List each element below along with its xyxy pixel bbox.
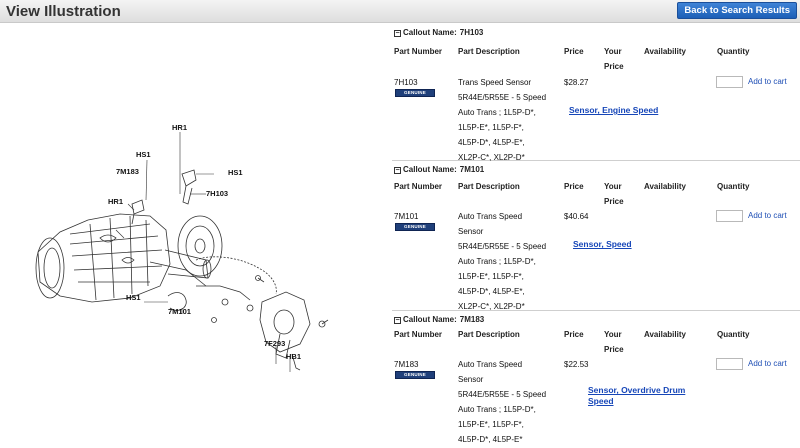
callout-section-7m183: −Callout Name:7M183 Part Number Part Des… bbox=[392, 311, 800, 448]
col-price: Price bbox=[564, 330, 584, 339]
col-your-price: Your Price bbox=[604, 182, 624, 206]
quantity-input[interactable] bbox=[716, 358, 743, 370]
callout-name: 7M183 bbox=[459, 315, 485, 324]
col-part-description: Part Description bbox=[458, 182, 520, 191]
quantity-input[interactable] bbox=[716, 76, 743, 88]
col-quantity: Quantity bbox=[717, 330, 750, 339]
brand-badge-icon: GENUINE PARTS bbox=[395, 89, 435, 97]
transmission-exploded-diagram: HR1 HS1 7M183 HS1 7H103 HR1 HS1 7M101 7F… bbox=[35, 123, 329, 372]
callout-name: 7M101 bbox=[459, 165, 485, 174]
col-availability: Availability bbox=[644, 47, 686, 56]
diagram-label[interactable]: HR1 bbox=[108, 197, 123, 206]
parts-illustration: HR1 HS1 7M183 HS1 7H103 HR1 HS1 7M101 7F… bbox=[0, 24, 392, 448]
col-your-price: Your Price bbox=[604, 47, 624, 71]
col-part-number: Part Number bbox=[394, 330, 443, 339]
col-quantity: Quantity bbox=[717, 47, 750, 56]
category-link[interactable]: Sensor, Overdrive Drum Speed bbox=[588, 385, 686, 406]
col-quantity: Quantity bbox=[717, 182, 750, 191]
col-availability: Availability bbox=[644, 182, 686, 191]
diagram-label[interactable]: 7F293 bbox=[264, 339, 285, 348]
part-price: $40.64 bbox=[564, 212, 589, 221]
quantity-input[interactable] bbox=[716, 210, 743, 222]
part-description: Auto Trans Speed Sensor 5R44E/5R55E - 5 … bbox=[458, 212, 547, 311]
back-to-search-results-button[interactable]: Back to Search Results bbox=[677, 2, 797, 19]
add-to-cart-link[interactable]: Add to cart bbox=[748, 211, 787, 220]
brand-badge-icon: GENUINE PARTS bbox=[395, 371, 435, 379]
part-price: $28.27 bbox=[564, 78, 589, 87]
part-number[interactable]: 7H103 bbox=[394, 78, 418, 87]
category-link[interactable]: Sensor, Engine Speed bbox=[569, 105, 659, 115]
part-description: Trans Speed Sensor 5R44E/5R55E - 5 Speed… bbox=[458, 78, 547, 162]
top-bar: View Illustration Back to Search Results bbox=[0, 0, 800, 23]
parts-list: −Callout Name:7H103 Part Number Part Des… bbox=[392, 24, 800, 448]
col-part-description: Part Description bbox=[458, 47, 520, 56]
diagram-label[interactable]: HS1 bbox=[136, 150, 151, 159]
diagram-label[interactable]: 7M183 bbox=[116, 167, 139, 176]
diagram-label[interactable]: 7H103 bbox=[206, 189, 228, 198]
diagram-label[interactable]: HR1 bbox=[172, 123, 187, 132]
brand-badge-icon: GENUINE PARTS bbox=[395, 223, 435, 231]
col-your-price: Your Price bbox=[604, 330, 624, 354]
transmission-case-shape bbox=[37, 213, 171, 303]
col-price: Price bbox=[564, 47, 584, 56]
add-to-cart-link[interactable]: Add to cart bbox=[748, 77, 787, 86]
col-price: Price bbox=[564, 182, 584, 191]
callout-header[interactable]: −Callout Name:7M183 bbox=[394, 315, 485, 324]
part-number[interactable]: 7M183 bbox=[394, 360, 419, 369]
part-description: Auto Trans Speed Sensor 5R44E/5R55E - 5 … bbox=[458, 360, 547, 444]
callout-name: 7H103 bbox=[459, 28, 484, 37]
collapse-icon[interactable]: − bbox=[394, 167, 401, 174]
extension-housing-shape bbox=[259, 291, 311, 353]
diagram-label[interactable]: HS1 bbox=[228, 168, 243, 177]
page-title: View Illustration bbox=[6, 3, 121, 20]
callout-header[interactable]: −Callout Name:7H103 bbox=[394, 28, 484, 37]
callout-header[interactable]: −Callout Name:7M101 bbox=[394, 165, 485, 174]
col-availability: Availability bbox=[644, 330, 686, 339]
callout-labels: HR1 HS1 7M183 HS1 7H103 HR1 HS1 7M101 7F… bbox=[108, 123, 301, 361]
category-link[interactable]: Sensor, Speed bbox=[573, 239, 632, 249]
part-number[interactable]: 7M101 bbox=[394, 212, 419, 221]
col-part-number: Part Number bbox=[394, 182, 443, 191]
callout-section-7m101: −Callout Name:7M101 Part Number Part Des… bbox=[392, 161, 800, 311]
add-to-cart-link[interactable]: Add to cart bbox=[748, 359, 787, 368]
torque-converter-shape bbox=[177, 215, 223, 277]
diagram-label[interactable]: 7M101 bbox=[168, 307, 191, 316]
diagram-label[interactable]: HB1 bbox=[286, 352, 301, 361]
part-price: $22.53 bbox=[564, 360, 589, 369]
callout-section-7h103: −Callout Name:7H103 Part Number Part Des… bbox=[392, 24, 800, 162]
col-part-description: Part Description bbox=[458, 330, 520, 339]
col-part-number: Part Number bbox=[394, 47, 443, 56]
bell-housing-shape bbox=[35, 237, 65, 299]
collapse-icon[interactable]: − bbox=[394, 30, 401, 37]
collapse-icon[interactable]: − bbox=[394, 317, 401, 324]
diagram-label[interactable]: HS1 bbox=[126, 293, 141, 302]
